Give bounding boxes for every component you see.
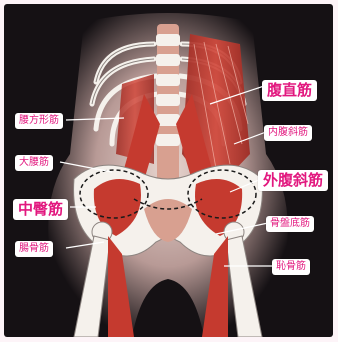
label-iliacus: 腸骨筋 xyxy=(15,241,53,257)
label-psoas-major: 大腰筋 xyxy=(15,155,53,171)
label-rectus-abdominis: 腹直筋 xyxy=(262,80,317,101)
label-internal-oblique: 内腹斜筋 xyxy=(264,125,312,141)
illustration-frame: 腹直筋 腰方形筋 内腹斜筋 大腰筋 外腹斜筋 中臀筋 骨盤底筋 腸骨筋 恥骨筋 xyxy=(4,4,333,337)
label-gluteus-medius: 中臀筋 xyxy=(13,199,68,220)
label-pubococcygeus: 恥骨筋 xyxy=(272,259,310,275)
label-pelvic-floor: 骨盤底筋 xyxy=(266,216,314,232)
label-external-oblique: 外腹斜筋 xyxy=(258,170,328,191)
label-quadratus-lumborum: 腰方形筋 xyxy=(15,113,63,129)
